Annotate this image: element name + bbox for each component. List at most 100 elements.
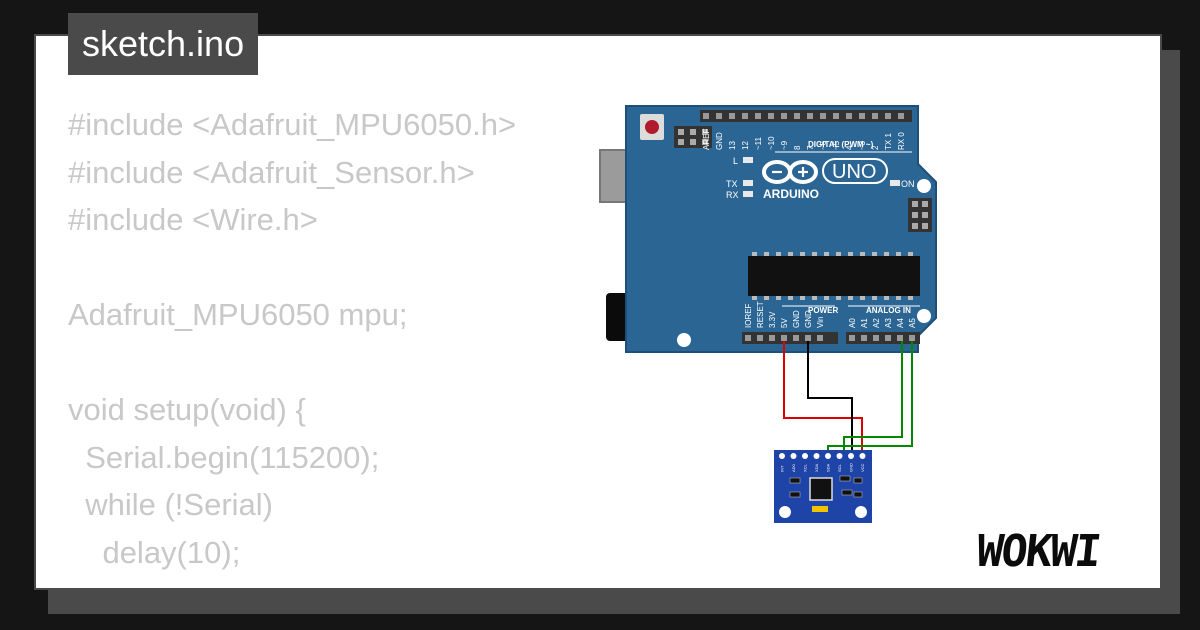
analog-pin-hole[interactable] — [849, 335, 855, 341]
icsp-header — [908, 198, 932, 232]
model-badge — [822, 158, 888, 184]
sensor-component — [839, 475, 851, 482]
logo-symbols — [772, 167, 808, 177]
analog-pin-label: A4 — [896, 318, 905, 328]
sensor-pin[interactable] — [802, 453, 808, 459]
code-line-5: Adafruit_MPU6050 mpu; — [68, 297, 408, 332]
analog-pin-hole[interactable] — [873, 335, 879, 341]
digital-pin-label: 7 — [806, 145, 815, 150]
digital-pin-label: ~6 — [819, 140, 828, 150]
digital-pin-hole[interactable] — [768, 113, 774, 119]
code-line-4 — [68, 244, 516, 292]
power-pin-hole[interactable] — [745, 335, 751, 341]
digital-pin-label: 2 — [871, 145, 880, 150]
power-header — [742, 332, 838, 344]
digital-pin-label: ~10 — [767, 136, 776, 150]
power-pin-hole[interactable] — [793, 335, 799, 341]
file-tab[interactable]: sketch.ino — [68, 13, 259, 75]
analog-pin-hole[interactable] — [909, 335, 915, 341]
digital-pin-label: AREF — [702, 129, 711, 150]
digital-pin-hole[interactable] — [742, 113, 748, 119]
digital-pin-hole[interactable] — [729, 113, 735, 119]
digital-pin-label: ~3 — [858, 140, 867, 150]
power-pin-hole[interactable] — [781, 335, 787, 341]
sensor-component — [789, 477, 801, 484]
digital-pin-hole[interactable] — [885, 113, 891, 119]
sensor-pin-label: AD0 — [791, 463, 796, 472]
code-line-8: Serial.begin(115200); — [68, 439, 380, 475]
sensor-pin-label: GND — [849, 463, 854, 472]
analog-pin-hole[interactable] — [885, 335, 891, 341]
code-line-10: delay(10); — [68, 534, 241, 570]
sensor-pin-label: INT — [780, 465, 785, 472]
analog-pin-hole[interactable] — [897, 335, 903, 341]
analog-pin-hole[interactable] — [861, 335, 867, 341]
digital-pin-hole[interactable] — [846, 113, 852, 119]
digital-header — [700, 110, 912, 122]
power-pin-hole[interactable] — [805, 335, 811, 341]
atmega-chip — [748, 252, 920, 300]
led-l — [743, 157, 753, 163]
analog-pin-label: A5 — [908, 318, 917, 328]
digital-pin-label: 13 — [728, 141, 737, 150]
sensor-pin[interactable] — [790, 453, 797, 459]
sensor-mount-hole — [855, 506, 867, 518]
arduino-wordmark: ARDUINO — [763, 187, 819, 201]
digital-pin-hole[interactable] — [755, 113, 761, 119]
power-pin-label: 5V — [780, 318, 789, 328]
digital-pin-hole[interactable] — [859, 113, 865, 119]
sensor-component — [812, 506, 828, 512]
analog-pin-label: A1 — [860, 318, 869, 328]
digital-pin-label: ~11 — [754, 136, 763, 150]
sensor-pin[interactable] — [859, 453, 866, 459]
power-pin-label: 3.3V — [768, 311, 777, 328]
analog-header — [846, 332, 920, 344]
sensor-component — [853, 491, 863, 498]
sensor-pin[interactable] — [848, 453, 854, 459]
led-rx — [743, 191, 753, 197]
power-pin-label: Vin — [816, 317, 825, 328]
sensor-pin[interactable] — [813, 453, 820, 459]
sensor-component — [841, 489, 853, 496]
preview-card — [34, 34, 1162, 590]
led-label-rx: RX — [726, 190, 739, 200]
code-editor[interactable]: #include <Adafruit_MPU6050.h>#include <A… — [68, 101, 516, 576]
digital-header-label: DIGITAL (PWM ~) — [808, 140, 874, 149]
digital-pin-hole[interactable] — [703, 113, 709, 119]
digital-pin-hole[interactable] — [820, 113, 826, 119]
digital-pin-hole[interactable] — [807, 113, 813, 119]
digital-pin-hole[interactable] — [898, 113, 904, 119]
digital-pin-hole[interactable] — [794, 113, 800, 119]
code-line-9: while (!Serial) — [68, 487, 273, 522]
digital-pin-hole[interactable] — [833, 113, 839, 119]
digital-pin-hole[interactable] — [781, 113, 787, 119]
power-pin-hole[interactable] — [769, 335, 775, 341]
digital-pin-label: 12 — [741, 141, 750, 150]
digital-pin-hole[interactable] — [716, 113, 722, 119]
digital-pin-hole[interactable] — [872, 113, 878, 119]
reset-button[interactable] — [645, 120, 659, 134]
sensor-pin[interactable] — [836, 453, 843, 459]
led-label-l: L — [733, 156, 738, 166]
sensor-pin[interactable] — [825, 453, 831, 459]
power-pin-hole[interactable] — [757, 335, 763, 341]
wire-gnd[interactable] — [807, 341, 853, 456]
mount-hole — [917, 309, 931, 323]
digital-pin-label: ~9 — [780, 140, 789, 150]
sensor-mount-hole — [779, 506, 791, 518]
led-label-on: ON — [901, 179, 915, 189]
code-line-7: void setup(void) { — [68, 392, 306, 427]
wokwi-logo: WOKWI — [978, 526, 1102, 574]
mount-hole — [677, 333, 691, 347]
sensor-pin[interactable] — [779, 453, 785, 459]
icsp-header-usb — [674, 126, 712, 148]
power-label: POWER — [808, 306, 838, 315]
power-pin-hole[interactable] — [817, 335, 823, 341]
digital-pin-label: 4 — [845, 145, 854, 150]
power-pin-label: IOREF — [744, 303, 753, 328]
sensor-pin-label: SDA — [826, 463, 831, 472]
arduino-logo-icon — [762, 160, 818, 184]
